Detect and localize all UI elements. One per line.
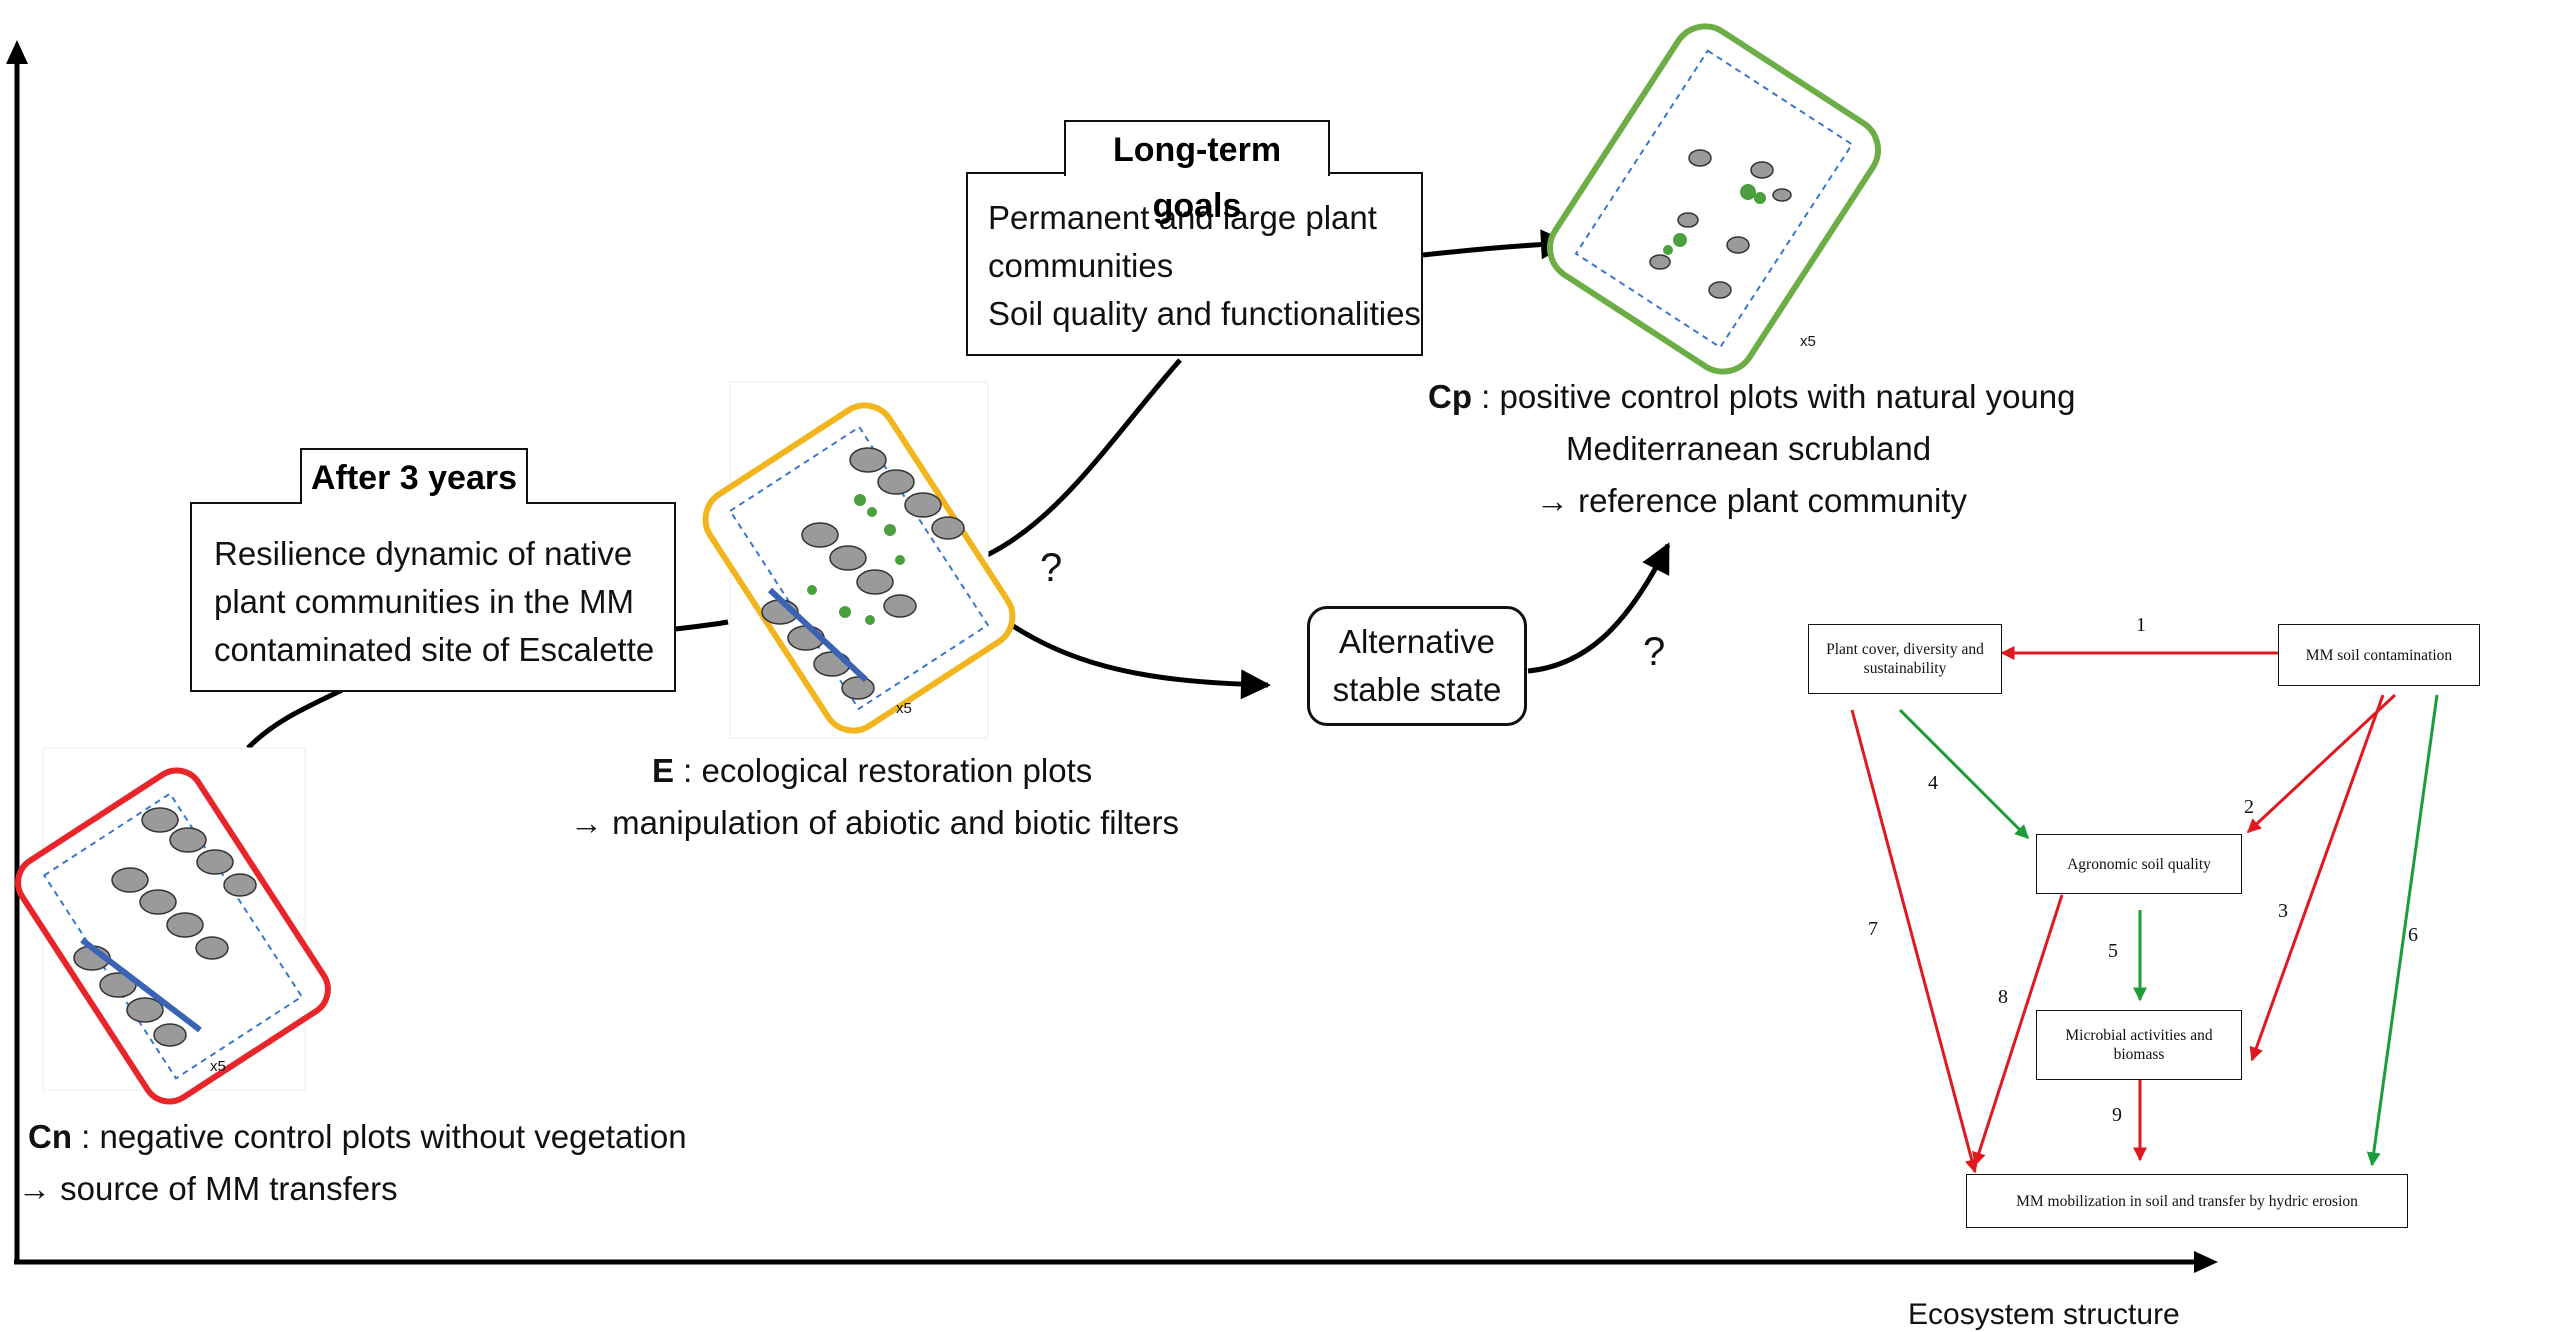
node-mm-mobilization: MM mobilization in soil and transfer by …: [1966, 1174, 2408, 1228]
cp-desc: : positive control plots with natural yo…: [1472, 378, 2076, 415]
longterm-line-3: Soil quality and functionalities: [988, 295, 1421, 332]
edge-6: [2366, 694, 2439, 1167]
after3-title: After 3 years: [300, 448, 528, 504]
cn-code: Cn: [28, 1118, 72, 1155]
arrow-longterm-to-cp: [1422, 229, 1571, 260]
longterm-line-1: Permanent and large plant: [988, 199, 1377, 236]
after3-line-2: plant communities in the MM: [214, 583, 634, 620]
edge-2: [2246, 693, 2397, 834]
longterm-title: Long-term goals: [1064, 120, 1330, 225]
edge-label-6: 6: [2408, 924, 2418, 946]
plot-cn: [15, 747, 331, 1105]
after3-box: Resilience dynamic of native plant commu…: [190, 502, 676, 692]
curve-cn-to-after3: [246, 687, 344, 750]
edge-label-5: 5: [2108, 940, 2118, 962]
cn-sub: → source of MM transfers: [18, 1170, 398, 1207]
plot-cp: [1547, 23, 1881, 375]
arrow-alternative-to-cp: [1527, 542, 1671, 674]
edge-label-4: 4: [1928, 772, 1938, 794]
edge-label-7: 7: [1868, 918, 1878, 940]
cp-multiplier: x5: [1800, 333, 1816, 350]
curve-after3-to-e: [675, 619, 729, 632]
after3-line-3: contaminated site of Escalette: [214, 631, 655, 668]
edge-label-9: 9: [2112, 1104, 2122, 1126]
e-multiplier: x5: [896, 700, 912, 717]
alternative-line-2: stable state: [1332, 671, 1502, 708]
flowchart-arrows: [1850, 646, 2439, 1174]
cp-caption: Cp : positive control plots with natural…: [1428, 378, 2076, 416]
e-code: E: [652, 752, 675, 789]
edge-label-8: 8: [1998, 986, 2008, 1008]
edge-label-3: 3: [2278, 900, 2288, 922]
node-mm-contamination: MM soil contamination: [2278, 624, 2480, 686]
edge-8: [1972, 894, 2064, 1167]
question-mark-alt: ?: [1643, 630, 1666, 674]
edge-4: [1898, 708, 2030, 840]
curve-e-to-longterm: [983, 358, 1182, 559]
cn-multiplier: x5: [210, 1058, 226, 1075]
alternative-box: Alternative stable state: [1307, 606, 1527, 726]
edge-7: [1850, 709, 1979, 1174]
arrow-e-to-alternative: [983, 604, 1271, 700]
y-axis-arrowhead: [6, 40, 28, 64]
x-axis-arrowhead: [2194, 1251, 2218, 1273]
edge-label-2: 2: [2244, 796, 2254, 818]
e-sub: → manipulation of abiotic and biotic fil…: [570, 804, 1179, 841]
e-desc: : ecological restoration plots: [674, 752, 1093, 789]
x-axis-label: Ecosystem structure: [1908, 1298, 2180, 1331]
cn-caption: Cn : negative control plots without vege…: [28, 1118, 687, 1156]
cp-sub: → reference plant community: [1536, 482, 1968, 519]
alternative-line-1: Alternative: [1339, 623, 1495, 660]
after3-line-1: Resilience dynamic of native: [214, 535, 633, 572]
axes: [6, 40, 2218, 1273]
node-agronomic-quality: Agronomic soil quality: [2036, 834, 2242, 894]
longterm-line-2: communities: [988, 247, 1174, 284]
edge-label-1: 1: [2136, 614, 2146, 636]
cn-desc: : negative control plots without vegetat…: [72, 1118, 687, 1155]
e-caption: E : ecological restoration plots: [652, 752, 1092, 790]
longterm-box: Permanent and large plant communities So…: [966, 172, 1423, 356]
edge-3: [2249, 694, 2385, 1062]
cp-line2: Mediterranean scrubland: [1566, 430, 1932, 467]
trajectory-curves: [246, 229, 1671, 750]
node-microbial: Microbial activities and biomass: [2036, 1010, 2242, 1080]
cp-code: Cp: [1428, 378, 1472, 415]
plot-e: [702, 381, 1016, 739]
question-mark-e: ?: [1040, 546, 1063, 590]
node-plant-cover: Plant cover, diversity and sustainabilit…: [1808, 624, 2002, 694]
